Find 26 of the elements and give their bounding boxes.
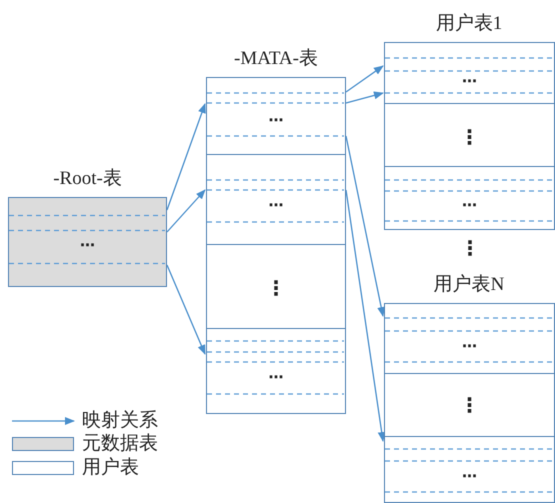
ellipsis: ⋯	[461, 336, 478, 354]
arrow	[166, 103, 206, 210]
arrow	[345, 190, 386, 442]
arrow	[166, 264, 206, 355]
ellipsis: ⋯	[461, 466, 478, 484]
arrow	[345, 136, 386, 317]
ellipsis: ⋯	[461, 196, 478, 214]
legend-text: 元数据表	[82, 432, 158, 456]
table-title: 用户表N	[432, 273, 506, 297]
ellipsis: ⋯	[79, 236, 96, 254]
ellipsis: ⋯	[268, 368, 284, 386]
table-title: 用户表1	[434, 12, 504, 36]
ellipsis: ⋮	[458, 124, 480, 148]
ellipsis: ⋮	[458, 392, 480, 416]
legend-text: 用户表	[82, 456, 139, 480]
ellipsis: ⋮	[265, 276, 287, 300]
table-title: -MATA-表	[233, 47, 319, 71]
ellipsis: ⋯	[268, 110, 284, 128]
table-title: -Root-表	[52, 167, 123, 191]
ellipsis: ⋮	[459, 236, 481, 260]
arrow	[166, 189, 206, 232]
ellipsis: ⋯	[461, 72, 478, 90]
ellipsis: ⋯	[268, 196, 284, 214]
legend-text: 映射关系	[82, 409, 158, 433]
arrow	[346, 91, 384, 104]
arrow	[346, 65, 384, 93]
